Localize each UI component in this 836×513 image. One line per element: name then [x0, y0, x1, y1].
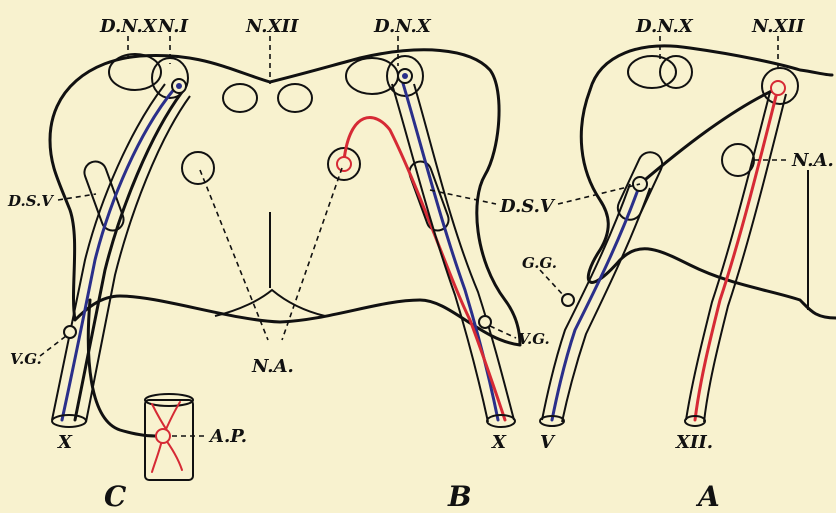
leader-na-1 — [200, 170, 268, 340]
label-dsv-right: D.S.V — [499, 196, 556, 217]
nerve-b-blue — [402, 80, 498, 420]
nxii-nucleus-left — [223, 84, 257, 112]
nerve-b-outline-r — [414, 84, 514, 420]
label-na-center: N.A. — [251, 356, 294, 377]
nerve-c-blue — [62, 88, 175, 420]
cross-section-cb — [50, 50, 520, 345]
label-ap: A.P. — [208, 426, 247, 447]
label-x-left: X — [57, 432, 73, 453]
nucleus-dnx-b-dot — [402, 73, 408, 79]
vg-ganglion-cell-b — [479, 316, 491, 328]
label-dnx-a: D.N.X — [635, 16, 694, 37]
nerve-a-red-outline-r — [704, 94, 786, 422]
label-panel-c: C — [104, 480, 127, 513]
leader-dsv-right-1 — [430, 190, 496, 204]
gg-ganglion-cell — [562, 294, 574, 306]
nerve-to-ap — [88, 300, 160, 436]
label-xii: XII. — [675, 432, 713, 453]
label-vg-left: V.G. — [10, 350, 42, 368]
label-dnx-c: D.N.X — [99, 16, 158, 37]
floor-notch — [215, 290, 325, 316]
label-ni: N.I — [157, 16, 189, 37]
nerve-a-red-outline-l — [686, 92, 770, 420]
label-nxii-a: N.XII — [751, 16, 805, 37]
dnx-nucleus-a — [628, 56, 676, 88]
label-v: V — [540, 432, 556, 453]
label-vg-right: V.G. — [518, 330, 550, 348]
nucleus-ni-dot — [176, 83, 182, 89]
cross-section-a — [590, 46, 832, 90]
label-na-right: N.A. — [791, 150, 834, 171]
nerve-c-cut-end — [52, 415, 86, 427]
label-dnx-b: D.N.X — [373, 16, 432, 37]
leader-vg-left — [40, 336, 66, 356]
label-dsv-left: D.S.V — [7, 192, 54, 210]
nerve-a-outline-r — [562, 188, 650, 422]
nerve-b-outline-l — [392, 84, 488, 422]
label-nxii-mid: N.XII — [245, 16, 299, 37]
label-x-right: X — [491, 432, 507, 453]
label-panel-b: B — [447, 480, 472, 513]
na-right-cell — [337, 157, 351, 171]
nerve-a-red — [695, 88, 778, 420]
nxii-nucleus-right — [278, 84, 312, 112]
na-left-circle — [182, 152, 214, 184]
nerve-b-cut-end — [487, 415, 515, 427]
nucleus-nxii-a-cell — [771, 81, 785, 95]
leader-gg — [540, 270, 564, 296]
nerve-a-outline-l — [542, 184, 630, 420]
label-panel-a: A — [695, 480, 720, 513]
vg-ganglion-cell — [64, 326, 76, 338]
ap-cell — [156, 429, 170, 443]
label-gg: G.G. — [522, 254, 557, 272]
